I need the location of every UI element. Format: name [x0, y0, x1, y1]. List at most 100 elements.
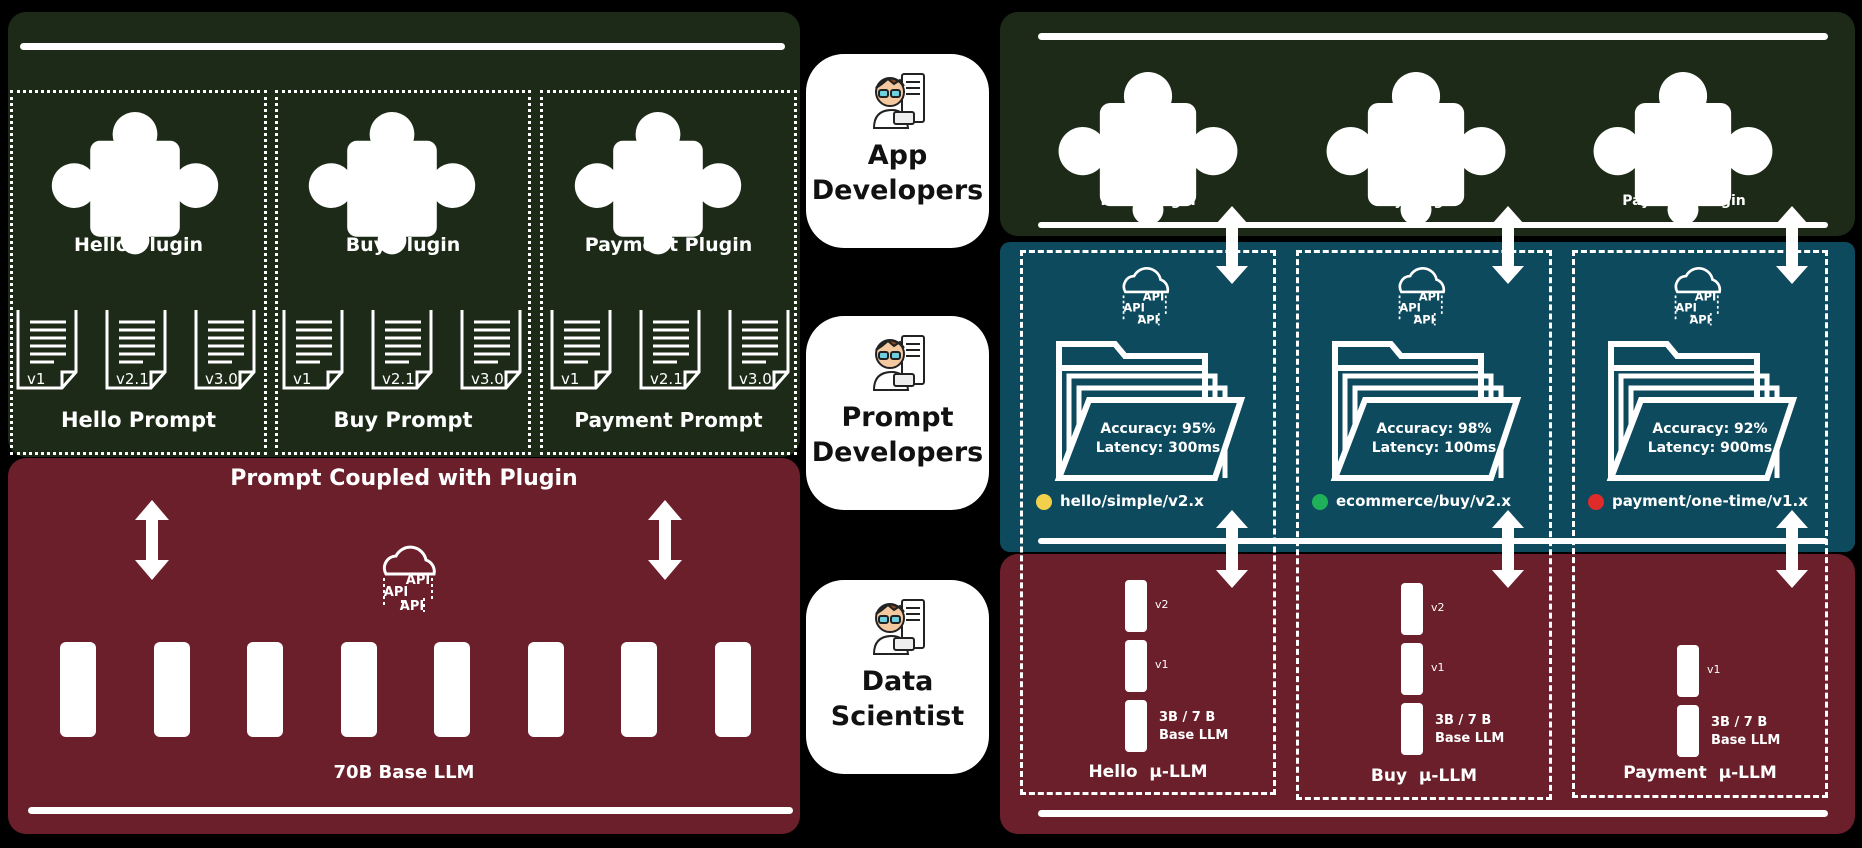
right-puzzle-icon-payment: [1593, 72, 1773, 226]
double-arrow-icon: [1492, 510, 1524, 588]
prompt-accuracy-buy: Accuracy: 98%: [1376, 421, 1492, 437]
role-prompt-developers: Prompt Developers: [806, 316, 989, 510]
prompt-status-dot-hello: [1036, 494, 1052, 510]
prompt-latency-hello: Latency: 300ms: [1095, 440, 1221, 456]
micro-llm-base-label: Base LLM: [1711, 733, 1781, 748]
double-arrow-icon: [1776, 206, 1808, 284]
developer-avatar-icon: [872, 599, 925, 655]
svg-text:API: API: [1419, 290, 1440, 304]
micro-llm-name-payment: Payment μ-LLM: [1623, 763, 1777, 783]
prompt-latency-payment: Latency: 900ms: [1647, 440, 1773, 456]
micro-llm-version-label: v2: [1431, 601, 1445, 614]
right-buy-column: [1296, 250, 1552, 800]
left-payment-group: [540, 90, 797, 455]
right-prompt-bottom-sweep: [1038, 538, 1828, 544]
base-llm-block: [340, 642, 377, 737]
svg-text:API: API: [1137, 313, 1158, 327]
left-prompt-label-hello: Hello Prompt: [60, 408, 217, 432]
left-prompt-doc-icon-payment-v1: v1: [550, 310, 612, 390]
left-prompt-doc-icon-payment-v3.0: v3.0: [728, 310, 790, 390]
right-top-sweep: [1038, 33, 1828, 40]
left-buy-group: [275, 90, 531, 455]
left-prompt-doc-icon-hello-v3.0: v3.0: [194, 310, 256, 390]
developer-avatar-icon: [872, 73, 925, 129]
svg-text:v2.1: v2.1: [650, 370, 683, 388]
prompt-path-payment: payment/one-time/v1.x: [1612, 492, 1808, 510]
developer-avatar-icon: [872, 335, 925, 391]
right-plugin-bottom-sweep: [1038, 222, 1828, 228]
prompt-path-hello: hello/simple/v2.x: [1060, 492, 1204, 510]
micro-llm-base-block: [1401, 703, 1423, 755]
svg-text:v2.1: v2.1: [116, 370, 149, 388]
left-prompt-doc-icon-payment-v2.1: v2.1: [639, 310, 701, 390]
base-llm-block: [60, 642, 96, 737]
micro-llm-version-label: v2: [1155, 598, 1169, 611]
base-llm-block: [714, 642, 751, 737]
prompt-status-dot-buy: [1312, 494, 1328, 510]
svg-text:v1: v1: [293, 370, 311, 388]
svg-text:v3.0: v3.0: [471, 370, 504, 388]
micro-llm-version-block: [1401, 643, 1423, 695]
svg-text:API: API: [1143, 290, 1164, 304]
left-plugin-label-hello: Hello Plugin: [73, 234, 204, 256]
role-app-developers: App Developers: [806, 54, 989, 248]
left-prompt-label-buy: Buy Prompt: [333, 408, 473, 432]
micro-llm-base-label: 3B / 7 B: [1435, 713, 1492, 728]
left-plugin-label-payment: Payment Plugin: [584, 234, 753, 256]
left-prompt-doc-icon-buy-v3.0: v3.0: [460, 310, 522, 390]
folder-icon: [1054, 341, 1246, 481]
double-arrow-icon: [1216, 510, 1248, 588]
micro-llm-name-hello: Hello μ-LLM: [1088, 762, 1208, 782]
left-top-sweep: [20, 43, 785, 50]
right-plugin-label-hello: Hello Plugin: [1100, 193, 1196, 209]
svg-text:v1: v1: [561, 370, 579, 388]
double-arrow-icon: [1216, 206, 1248, 284]
micro-llm-base-block: [1677, 705, 1699, 757]
svg-text:API: API: [406, 573, 430, 588]
micro-llm-version-block: [1677, 645, 1699, 697]
micro-llm-version-label: v1: [1431, 661, 1445, 674]
micro-llm-name-buy: Buy μ-LLM: [1370, 766, 1478, 786]
right-plugin-label-payment: Payment Plugin: [1622, 193, 1746, 209]
right-bottom-sweep: [1038, 810, 1828, 817]
micro-llm-base-label: Base LLM: [1435, 731, 1505, 746]
left-arrow-2: [648, 500, 682, 580]
base-llm-label: 70B Base LLM: [333, 762, 475, 783]
prompt-path-buy: ecommerce/buy/v2.x: [1336, 492, 1512, 510]
svg-text:API: API: [400, 599, 424, 614]
micro-llm-version-label: v1: [1707, 663, 1721, 676]
base-llm-block: [153, 642, 190, 737]
prompt-accuracy-payment: Accuracy: 92%: [1652, 421, 1768, 437]
svg-text:v1: v1: [27, 370, 45, 388]
base-llm-block: [247, 642, 283, 737]
left-plugin-label-buy: Buy Plugin: [345, 234, 461, 256]
left-prompt-doc-icon-buy-v2.1: v2.1: [371, 310, 433, 390]
prompt-latency-buy: Latency: 100ms: [1371, 440, 1497, 456]
left-arrow-1: [135, 500, 169, 580]
micro-llm-version-block: [1125, 640, 1147, 692]
base-llm-block: [434, 642, 470, 737]
svg-text:v3.0: v3.0: [739, 370, 772, 388]
left-hello-group: [10, 90, 267, 455]
right-payment-column: [1572, 250, 1828, 798]
base-llm-block: [621, 642, 657, 737]
svg-text:API: API: [1695, 290, 1716, 304]
micro-llm-base-label: Base LLM: [1159, 728, 1229, 743]
svg-text:API: API: [1675, 300, 1696, 314]
double-arrow-icon: [1492, 206, 1524, 284]
prompt-accuracy-hello: Accuracy: 95%: [1100, 421, 1216, 437]
micro-llm-version-block: [1125, 580, 1147, 632]
left-prompt-doc-icon-hello-v2.1: v2.1: [105, 310, 167, 390]
micro-llm-base-label: 3B / 7 B: [1711, 715, 1768, 730]
left-puzzle-icon-hello: [51, 112, 219, 255]
svg-text:v3.0: v3.0: [205, 370, 238, 388]
svg-text:v2.1: v2.1: [382, 370, 415, 388]
folder-icon: [1606, 341, 1798, 481]
